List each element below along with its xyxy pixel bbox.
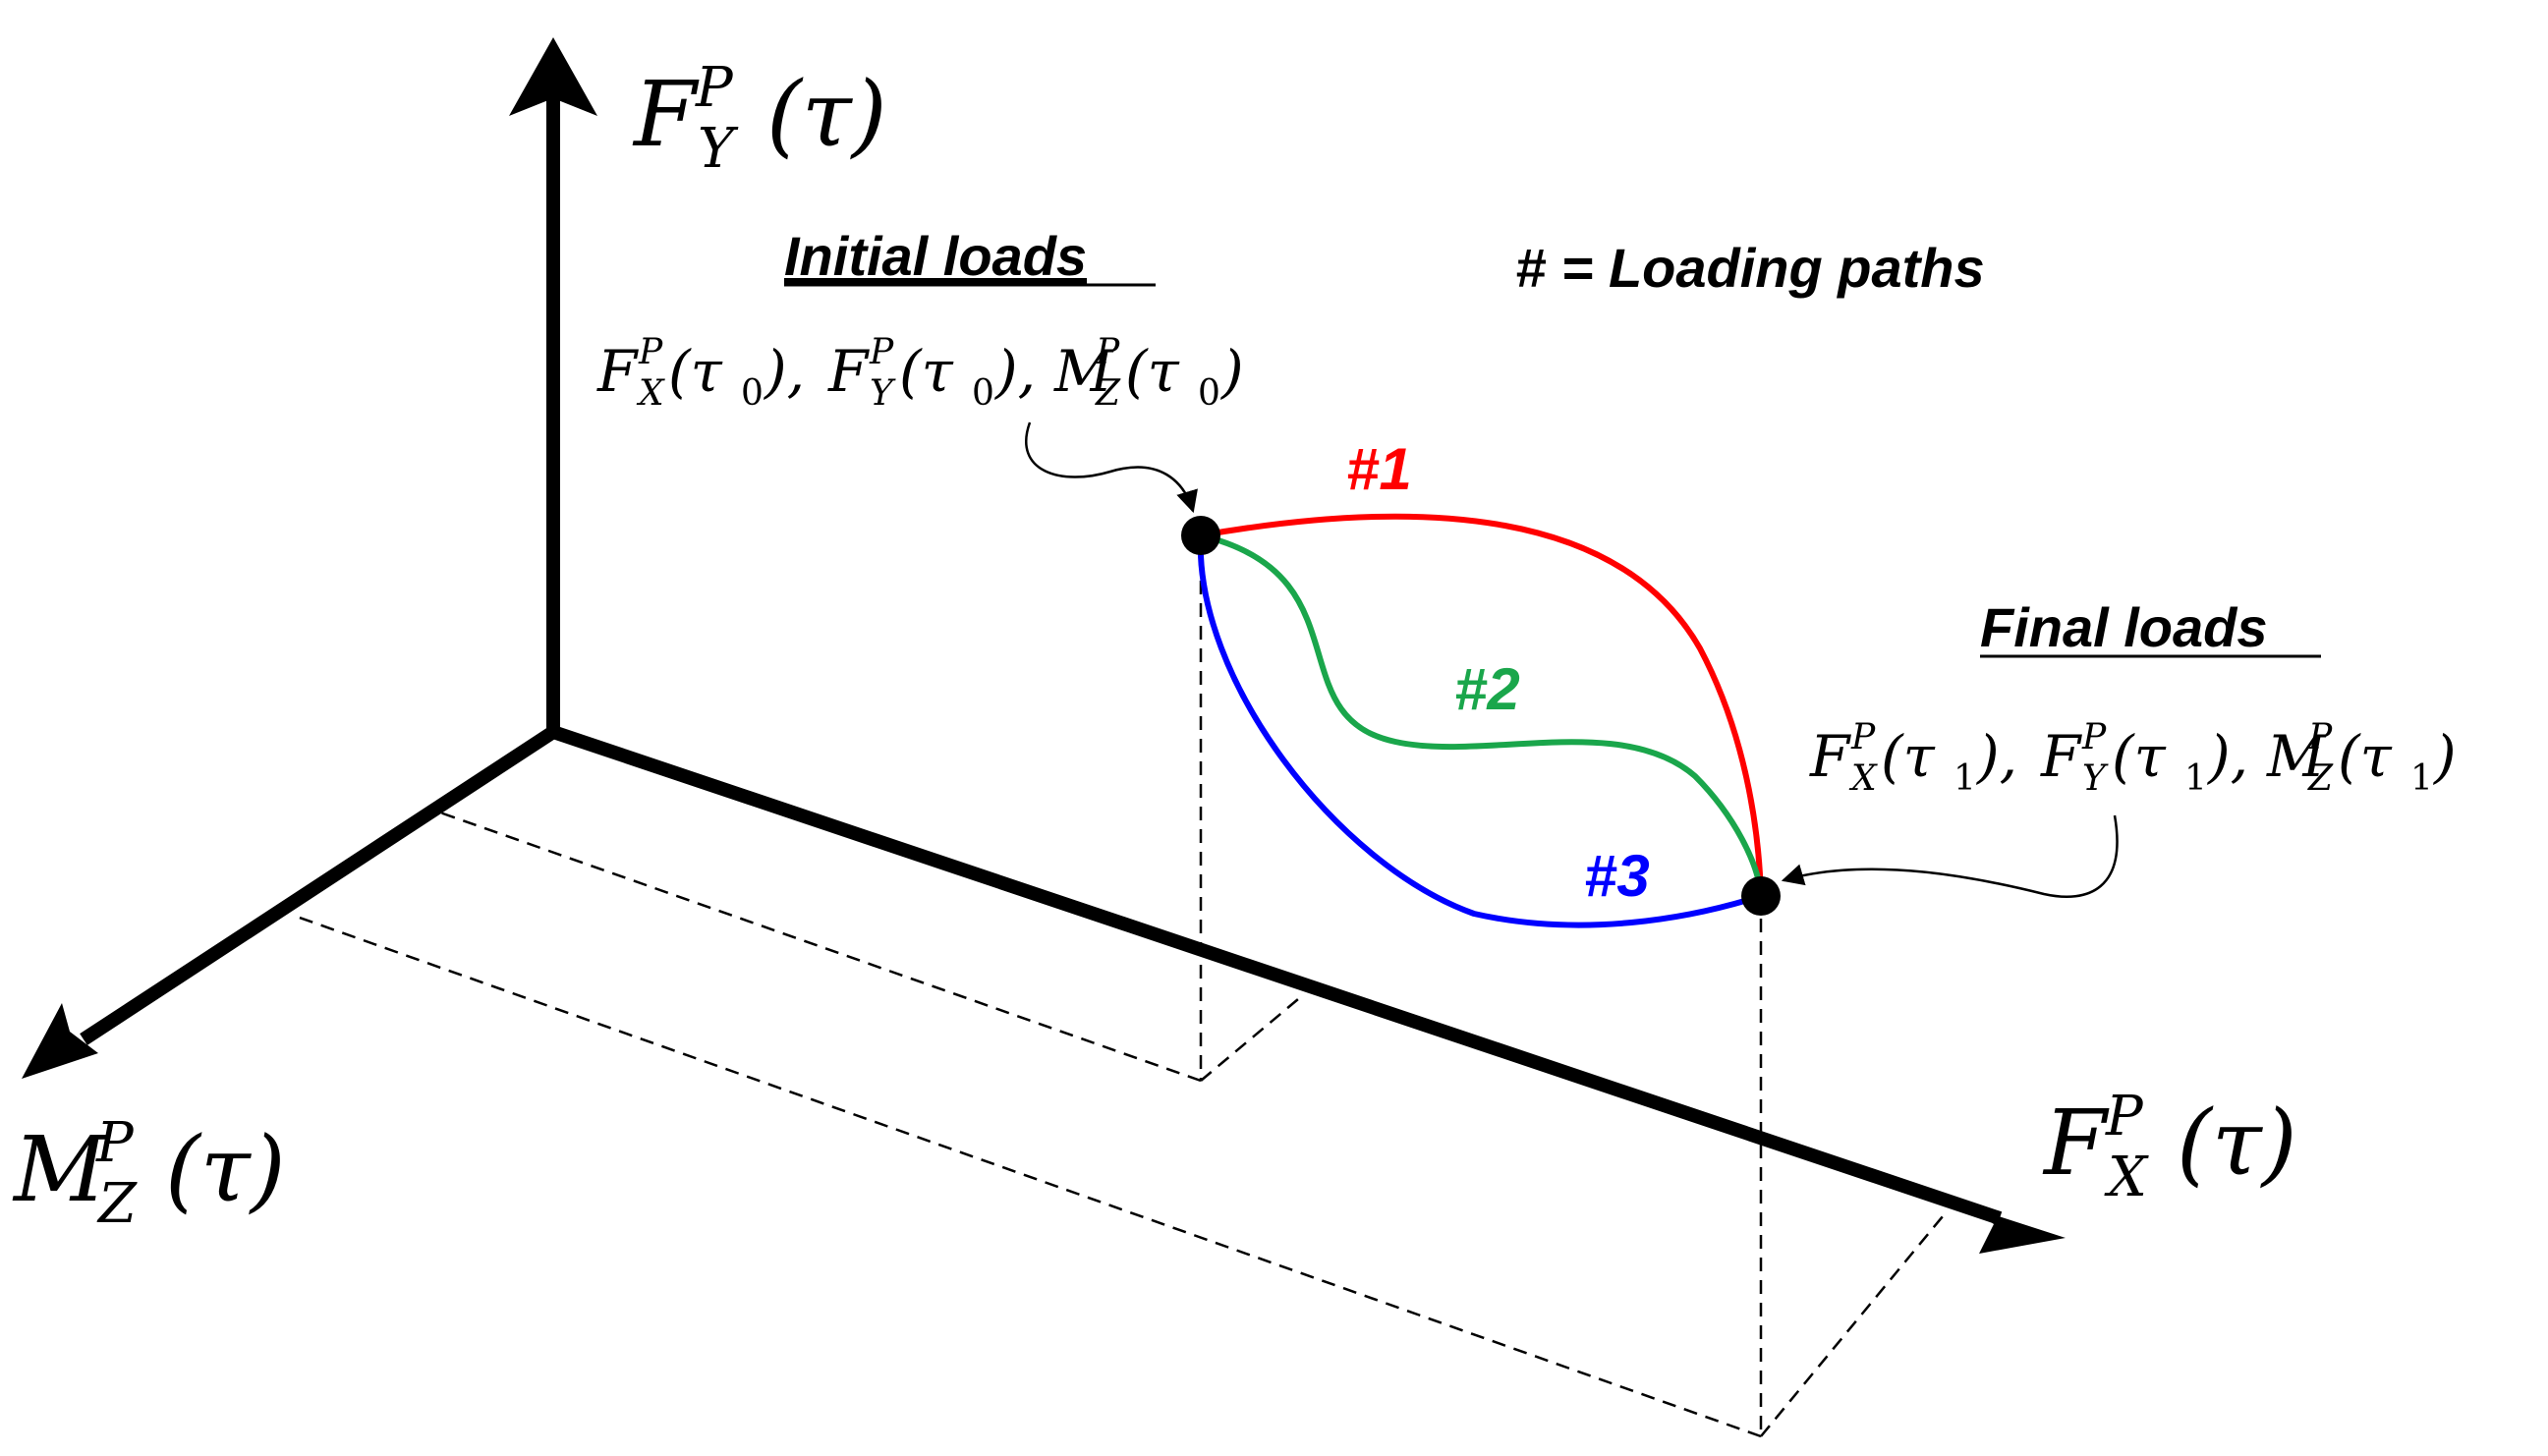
fx-axis-label: F P X (τ) <box>2042 1085 2297 1209</box>
fy-label-sub: Y <box>698 117 739 181</box>
final-term-open: (τ <box>2112 723 2167 790</box>
path-2-label: #2 <box>1454 656 1520 722</box>
initial-term-close: ) <box>1219 338 1244 405</box>
initial-term-base: F <box>827 338 870 405</box>
axes <box>80 98 2003 1225</box>
fy-label-sup: P <box>695 56 734 120</box>
initial-loads-heading: Initial loads <box>784 225 1087 287</box>
fy-arrow-icon <box>509 37 597 116</box>
final-term-close: ), <box>1975 723 2017 790</box>
projection-initial-to-fx <box>1200 993 1305 1082</box>
loading-paths-legend: # = Loading paths <box>1515 237 1985 299</box>
pointer-arrows <box>1025 421 2119 898</box>
path-3-label: #3 <box>1584 843 1650 909</box>
final-pointer-arrow <box>1781 814 2119 898</box>
path-3-curve <box>1197 534 1762 928</box>
initial-pointer-arrow <box>1025 421 1198 514</box>
final-term-index: 1 <box>1953 758 1976 799</box>
fy-label-arg: (τ) <box>766 62 887 167</box>
final-term-open: (τ <box>2338 723 2393 790</box>
initial-term-open: (τ <box>668 338 723 405</box>
fx-axis <box>550 725 2003 1225</box>
mz-label-arg: (τ) <box>165 1117 286 1222</box>
mz-label-base: M <box>12 1117 109 1222</box>
path-1-label: #1 <box>1346 436 1412 502</box>
initial-term-index: 0 <box>741 373 764 414</box>
projection-initial-to-mz <box>436 810 1202 1083</box>
initial-term-sub: X <box>636 373 665 414</box>
final-term-base: M <box>2266 723 2327 790</box>
initial-term-index: 0 <box>972 373 994 414</box>
fx-arrow-icon <box>1968 1206 2066 1254</box>
mz-label-sup: P <box>95 1111 135 1175</box>
mz-axis-label: M P Z (τ) <box>12 1111 286 1236</box>
projection-final-to-mz <box>296 915 1762 1438</box>
mz-arrow-icon <box>22 1003 98 1079</box>
final-loads-heading: Final loads <box>1980 596 2268 658</box>
initial-term-base: F <box>596 338 639 405</box>
final-load-point <box>1741 876 1781 916</box>
initial-term-close: ), <box>763 338 805 405</box>
fx-label-base: F <box>2042 1091 2110 1196</box>
initial-load-point <box>1181 516 1220 555</box>
initial-term-index: 0 <box>1198 373 1220 414</box>
fx-label-sup: P <box>2105 1085 2144 1148</box>
final-term-base: F <box>2040 723 2082 790</box>
path-1-curve <box>1200 513 1764 897</box>
mz-label-sub: Z <box>96 1172 138 1236</box>
final-term-sup: P <box>1850 717 1876 757</box>
final-term-sub: Y <box>2082 758 2109 799</box>
final-term-open: (τ <box>1881 723 1936 790</box>
final-term-base: F <box>1809 723 1851 790</box>
initial-term-sub: Y <box>870 373 896 414</box>
final-term-close: ), <box>2206 723 2248 790</box>
initial-term-base: M <box>1053 338 1114 405</box>
initial-term-open: (τ <box>1125 338 1180 405</box>
final-term-close: ) <box>2432 723 2457 790</box>
final-term-sup: P <box>2081 717 2107 757</box>
final-term-sup: P <box>2307 717 2333 757</box>
final-term-sub: X <box>1848 758 1878 799</box>
axis-arrowheads <box>22 37 2066 1254</box>
fy-label-base: F <box>632 62 700 167</box>
projection-lines <box>296 535 1949 1438</box>
initial-term-sup: P <box>638 332 663 372</box>
initial-term-sup: P <box>869 332 894 372</box>
fx-label-sub: X <box>2104 1146 2149 1209</box>
initial-term-open: (τ <box>899 338 954 405</box>
initial-term-sub: Z <box>1095 373 1121 414</box>
projection-final-to-fx <box>1760 1209 1949 1437</box>
final-term-index: 1 <box>2184 758 2207 799</box>
fy-axis-label: F P Y (τ) <box>632 56 887 181</box>
initial-term-sup: P <box>1095 332 1120 372</box>
loading-paths <box>1197 513 1764 928</box>
path-2-curve <box>1200 532 1764 897</box>
mz-axis <box>80 726 557 1045</box>
final-term-sub: Z <box>2307 758 2334 799</box>
final-term-index: 1 <box>2410 758 2433 799</box>
fx-label-arg: (τ) <box>2177 1091 2297 1196</box>
initial-term-close: ), <box>993 338 1036 405</box>
